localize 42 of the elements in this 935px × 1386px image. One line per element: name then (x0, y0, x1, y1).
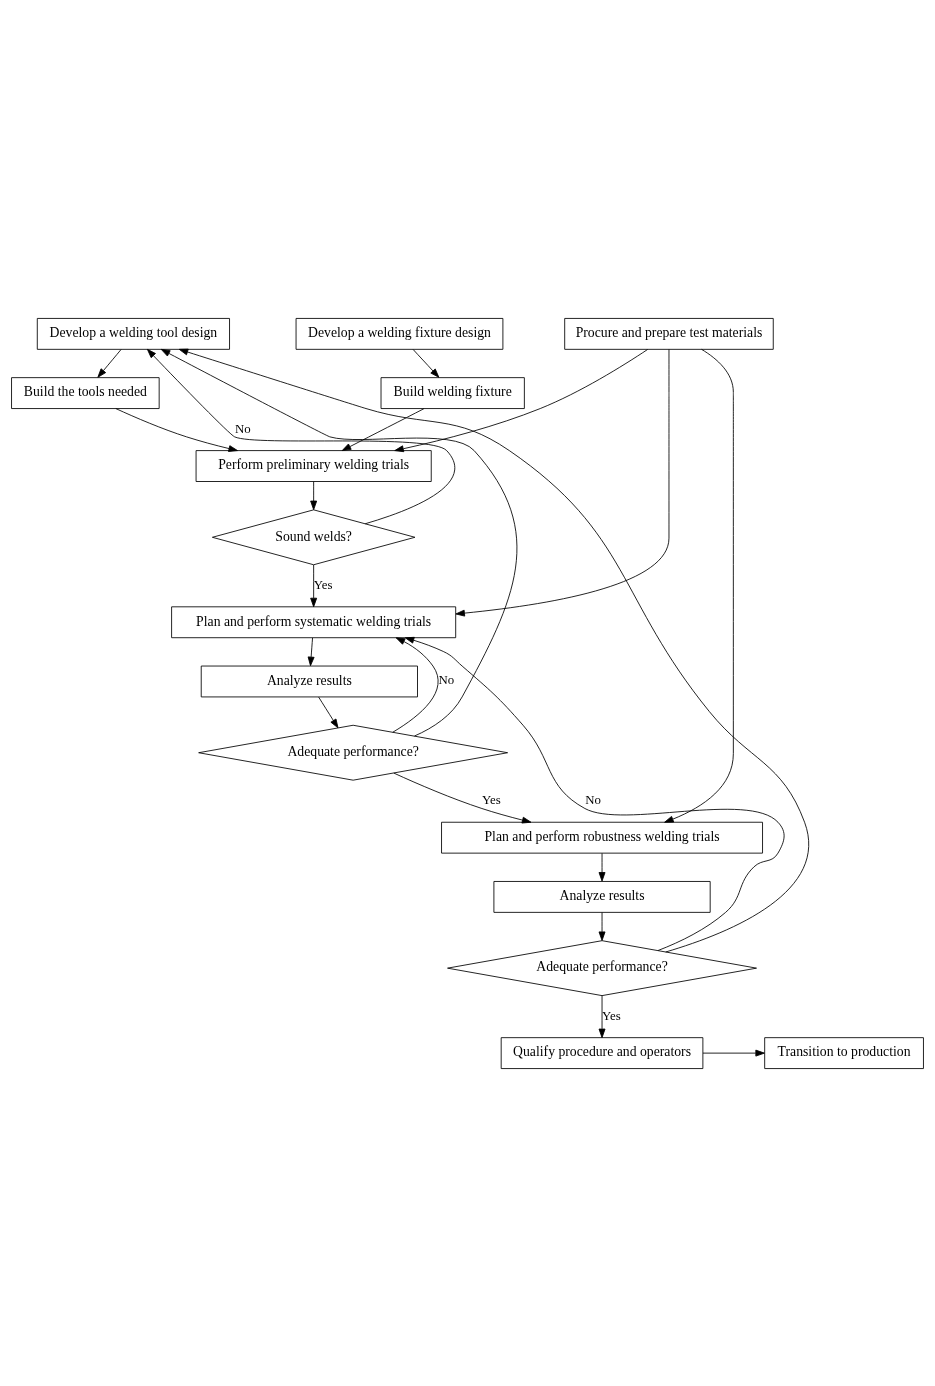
arrow (146, 348, 456, 524)
node-box: Develop a welding tool design (36, 317, 230, 350)
arrow (178, 348, 809, 952)
node-box: Analyze results (200, 665, 418, 697)
arrow (455, 348, 670, 617)
arrow (404, 636, 785, 951)
arrow (115, 407, 238, 452)
node-box: Transition to production (764, 1036, 924, 1069)
arrow (97, 348, 122, 378)
arrow (702, 1049, 765, 1057)
arrow (160, 348, 518, 736)
arrow (310, 564, 318, 607)
arrow (412, 348, 440, 378)
arrow (318, 696, 339, 728)
node-box: Plan and perform robustness welding trials (441, 821, 763, 854)
edge-label: Yes (481, 792, 501, 807)
node-box: Perform preliminary welding trials (195, 449, 432, 482)
node-box: Build welding fixture (380, 376, 525, 409)
arrow (307, 637, 315, 666)
node-box: Qualify procedure and operators (500, 1036, 704, 1069)
edge-label: No (438, 672, 455, 687)
arrow (341, 407, 425, 451)
arrow (392, 636, 439, 733)
edge-label: Yes (602, 1008, 621, 1023)
node-diamond: Adequate performance? (198, 724, 509, 781)
arrow (664, 348, 734, 823)
edge-label: Yes (313, 577, 333, 592)
node-box: Build the tools needed (11, 376, 160, 409)
node-box: Analyze results (493, 880, 711, 913)
node-diamond: Adequate performance? (447, 939, 757, 996)
node-box: Plan and perform systematic welding trials (171, 605, 457, 638)
arrow (394, 348, 648, 452)
edge-label: No (234, 421, 251, 436)
arrow (598, 994, 606, 1038)
arrow (598, 911, 606, 941)
arrow (598, 852, 606, 881)
node-box: Develop a welding fixture design (295, 317, 504, 350)
arrow (310, 480, 318, 510)
arrow (393, 772, 532, 823)
node-diamond: Sound welds? (211, 508, 416, 565)
node-box: Procure and prepare test materials (564, 317, 774, 350)
edge-label: No (585, 792, 601, 807)
